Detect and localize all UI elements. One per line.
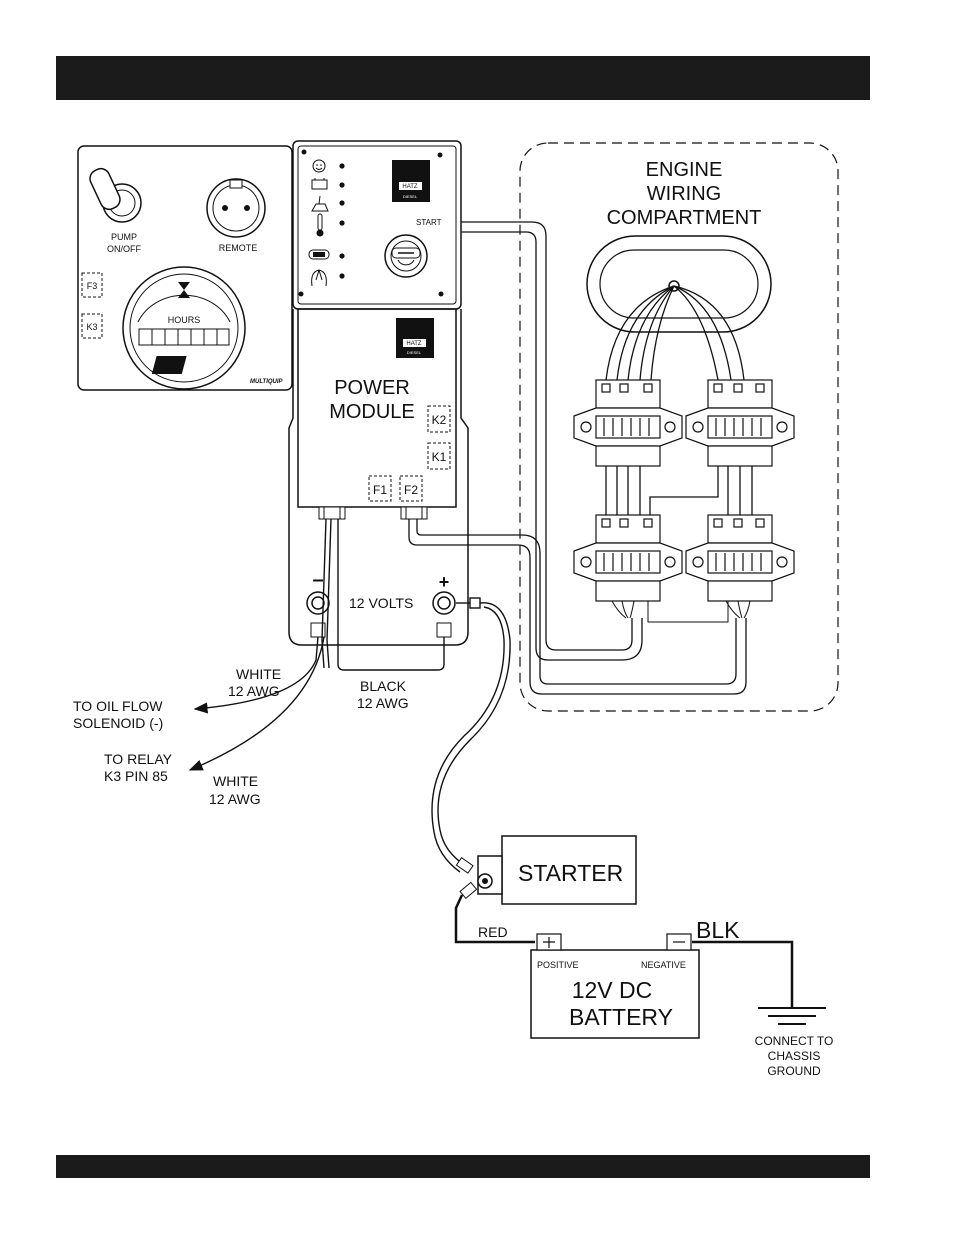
pump-switch[interactable] (87, 166, 141, 222)
battery-title-1: 12V DC (572, 977, 653, 1003)
fuse-f2-label: F2 (404, 483, 418, 497)
remote-label: REMOTE (219, 243, 258, 253)
to-oil-flow-label: TO OIL FLOW (73, 698, 163, 714)
control-panel: PUMP ON/OFF REMOTE F3 K3 (78, 146, 292, 390)
white-wire-label-2: WHITE (213, 773, 258, 789)
svg-text:–: – (312, 569, 323, 591)
relay-pin-label: K3 PIN 85 (104, 768, 168, 784)
black-wire-awg: 12 AWG (357, 695, 409, 711)
solenoid-label: SOLENOID (-) (73, 715, 163, 731)
relay-k1-label: K1 (432, 450, 447, 464)
engine-title-3: COMPARTMENT (607, 207, 762, 229)
connector-bottom-right (686, 515, 794, 601)
battery: POSITIVE NEGATIVE 12V DC BATTERY (531, 934, 699, 1038)
terminal-positive: + (433, 572, 455, 637)
svg-text:+: + (439, 572, 450, 592)
blk-wire-label: BLK (696, 917, 740, 943)
power-module-title-1: POWER (334, 377, 410, 399)
battery-icon (312, 178, 327, 189)
control-unit: HATZ DIESEL START (293, 141, 461, 309)
ground-icon (758, 1008, 826, 1024)
engine-title-1: ENGINE (646, 159, 723, 181)
svg-text:DIESEL: DIESEL (403, 194, 418, 199)
harness-cables (409, 222, 746, 694)
relay-k2-label: K2 (432, 413, 447, 427)
twelve-volts-label: 12 VOLTS (349, 595, 413, 611)
fuse-f1-label: F1 (373, 483, 387, 497)
ground-label-3: GROUND (767, 1064, 821, 1078)
connector-top-left (574, 380, 682, 466)
air-filter-icon (312, 270, 327, 286)
svg-text:HATZ: HATZ (402, 184, 418, 190)
hours-label: HOURS (168, 315, 201, 325)
svg-text:MQ: MQ (254, 358, 275, 373)
start-label: START (416, 218, 442, 227)
connector-top-right (686, 380, 794, 466)
smiley-icon (313, 160, 325, 172)
white-wire-label-1: WHITE (236, 666, 281, 682)
pump-label-2: ON/OFF (107, 244, 141, 254)
power-module-title-2: MODULE (329, 401, 415, 423)
starter: STARTER (456, 836, 636, 904)
thermometer-icon (317, 214, 324, 237)
connector-bottom-left (574, 515, 682, 601)
svg-text:HATZ: HATZ (406, 341, 422, 347)
battery-title-2: BATTERY (569, 1004, 673, 1030)
remote-connector[interactable] (207, 179, 265, 237)
ground-label-1: CONNECT TO (755, 1034, 834, 1048)
terminal-negative: – (307, 569, 329, 637)
positive-label: POSITIVE (537, 960, 579, 970)
glow-plug-icon (309, 250, 329, 259)
black-wire-label: BLACK (360, 678, 407, 694)
engine-title-2: WIRING (647, 183, 721, 205)
relay-k3-label: K3 (86, 322, 97, 332)
start-key-switch[interactable] (385, 235, 427, 277)
ground-label-2: CHASSIS (768, 1049, 821, 1063)
hourglass-icon (178, 282, 190, 298)
fuse-f3-label: F3 (87, 281, 98, 291)
red-wire-label: RED (478, 924, 508, 940)
to-relay-label: TO RELAY (104, 751, 173, 767)
starter-label: STARTER (518, 860, 623, 886)
hatz-badge: HATZ DIESEL (392, 160, 430, 202)
svg-text:MULTIQUIP: MULTIQUIP (250, 379, 284, 385)
negative-label: NEGATIVE (641, 960, 686, 970)
oil-can-icon (312, 196, 328, 211)
blk-wire (692, 942, 792, 1008)
white-wire-awg-2: 12 AWG (209, 791, 261, 807)
pump-label-1: PUMP (111, 232, 137, 242)
hatz-badge-module: HATZ DIESEL (396, 318, 434, 358)
engine-compartment: ENGINE WIRING COMPARTMENT (520, 143, 838, 711)
white-wire-awg-1: 12 AWG (228, 683, 280, 699)
hour-meter (123, 267, 245, 389)
svg-text:DIESEL: DIESEL (407, 350, 422, 355)
